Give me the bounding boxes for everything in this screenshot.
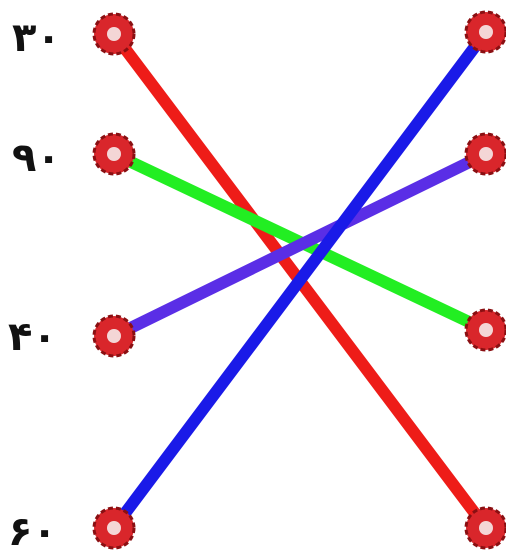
label-60: ۶۰ (8, 509, 57, 555)
left-dot-40[interactable] (92, 314, 136, 358)
right-dot-4[interactable] (464, 506, 506, 550)
right-dot-3[interactable] (464, 308, 506, 352)
right-dot-1[interactable] (464, 10, 506, 54)
match-line-40 (108, 148, 492, 342)
right-dot-2[interactable] (464, 132, 506, 176)
label-30: ۳۰ (12, 15, 61, 61)
left-dot-60[interactable] (92, 506, 136, 550)
match-line-60 (108, 26, 492, 534)
dot-columns (92, 10, 506, 550)
match-lines (108, 26, 492, 534)
left-dot-30[interactable] (92, 12, 136, 56)
left-dot-90[interactable] (92, 132, 136, 176)
label-40: ۴۰ (8, 314, 57, 360)
label-90: ۹۰ (12, 135, 61, 181)
